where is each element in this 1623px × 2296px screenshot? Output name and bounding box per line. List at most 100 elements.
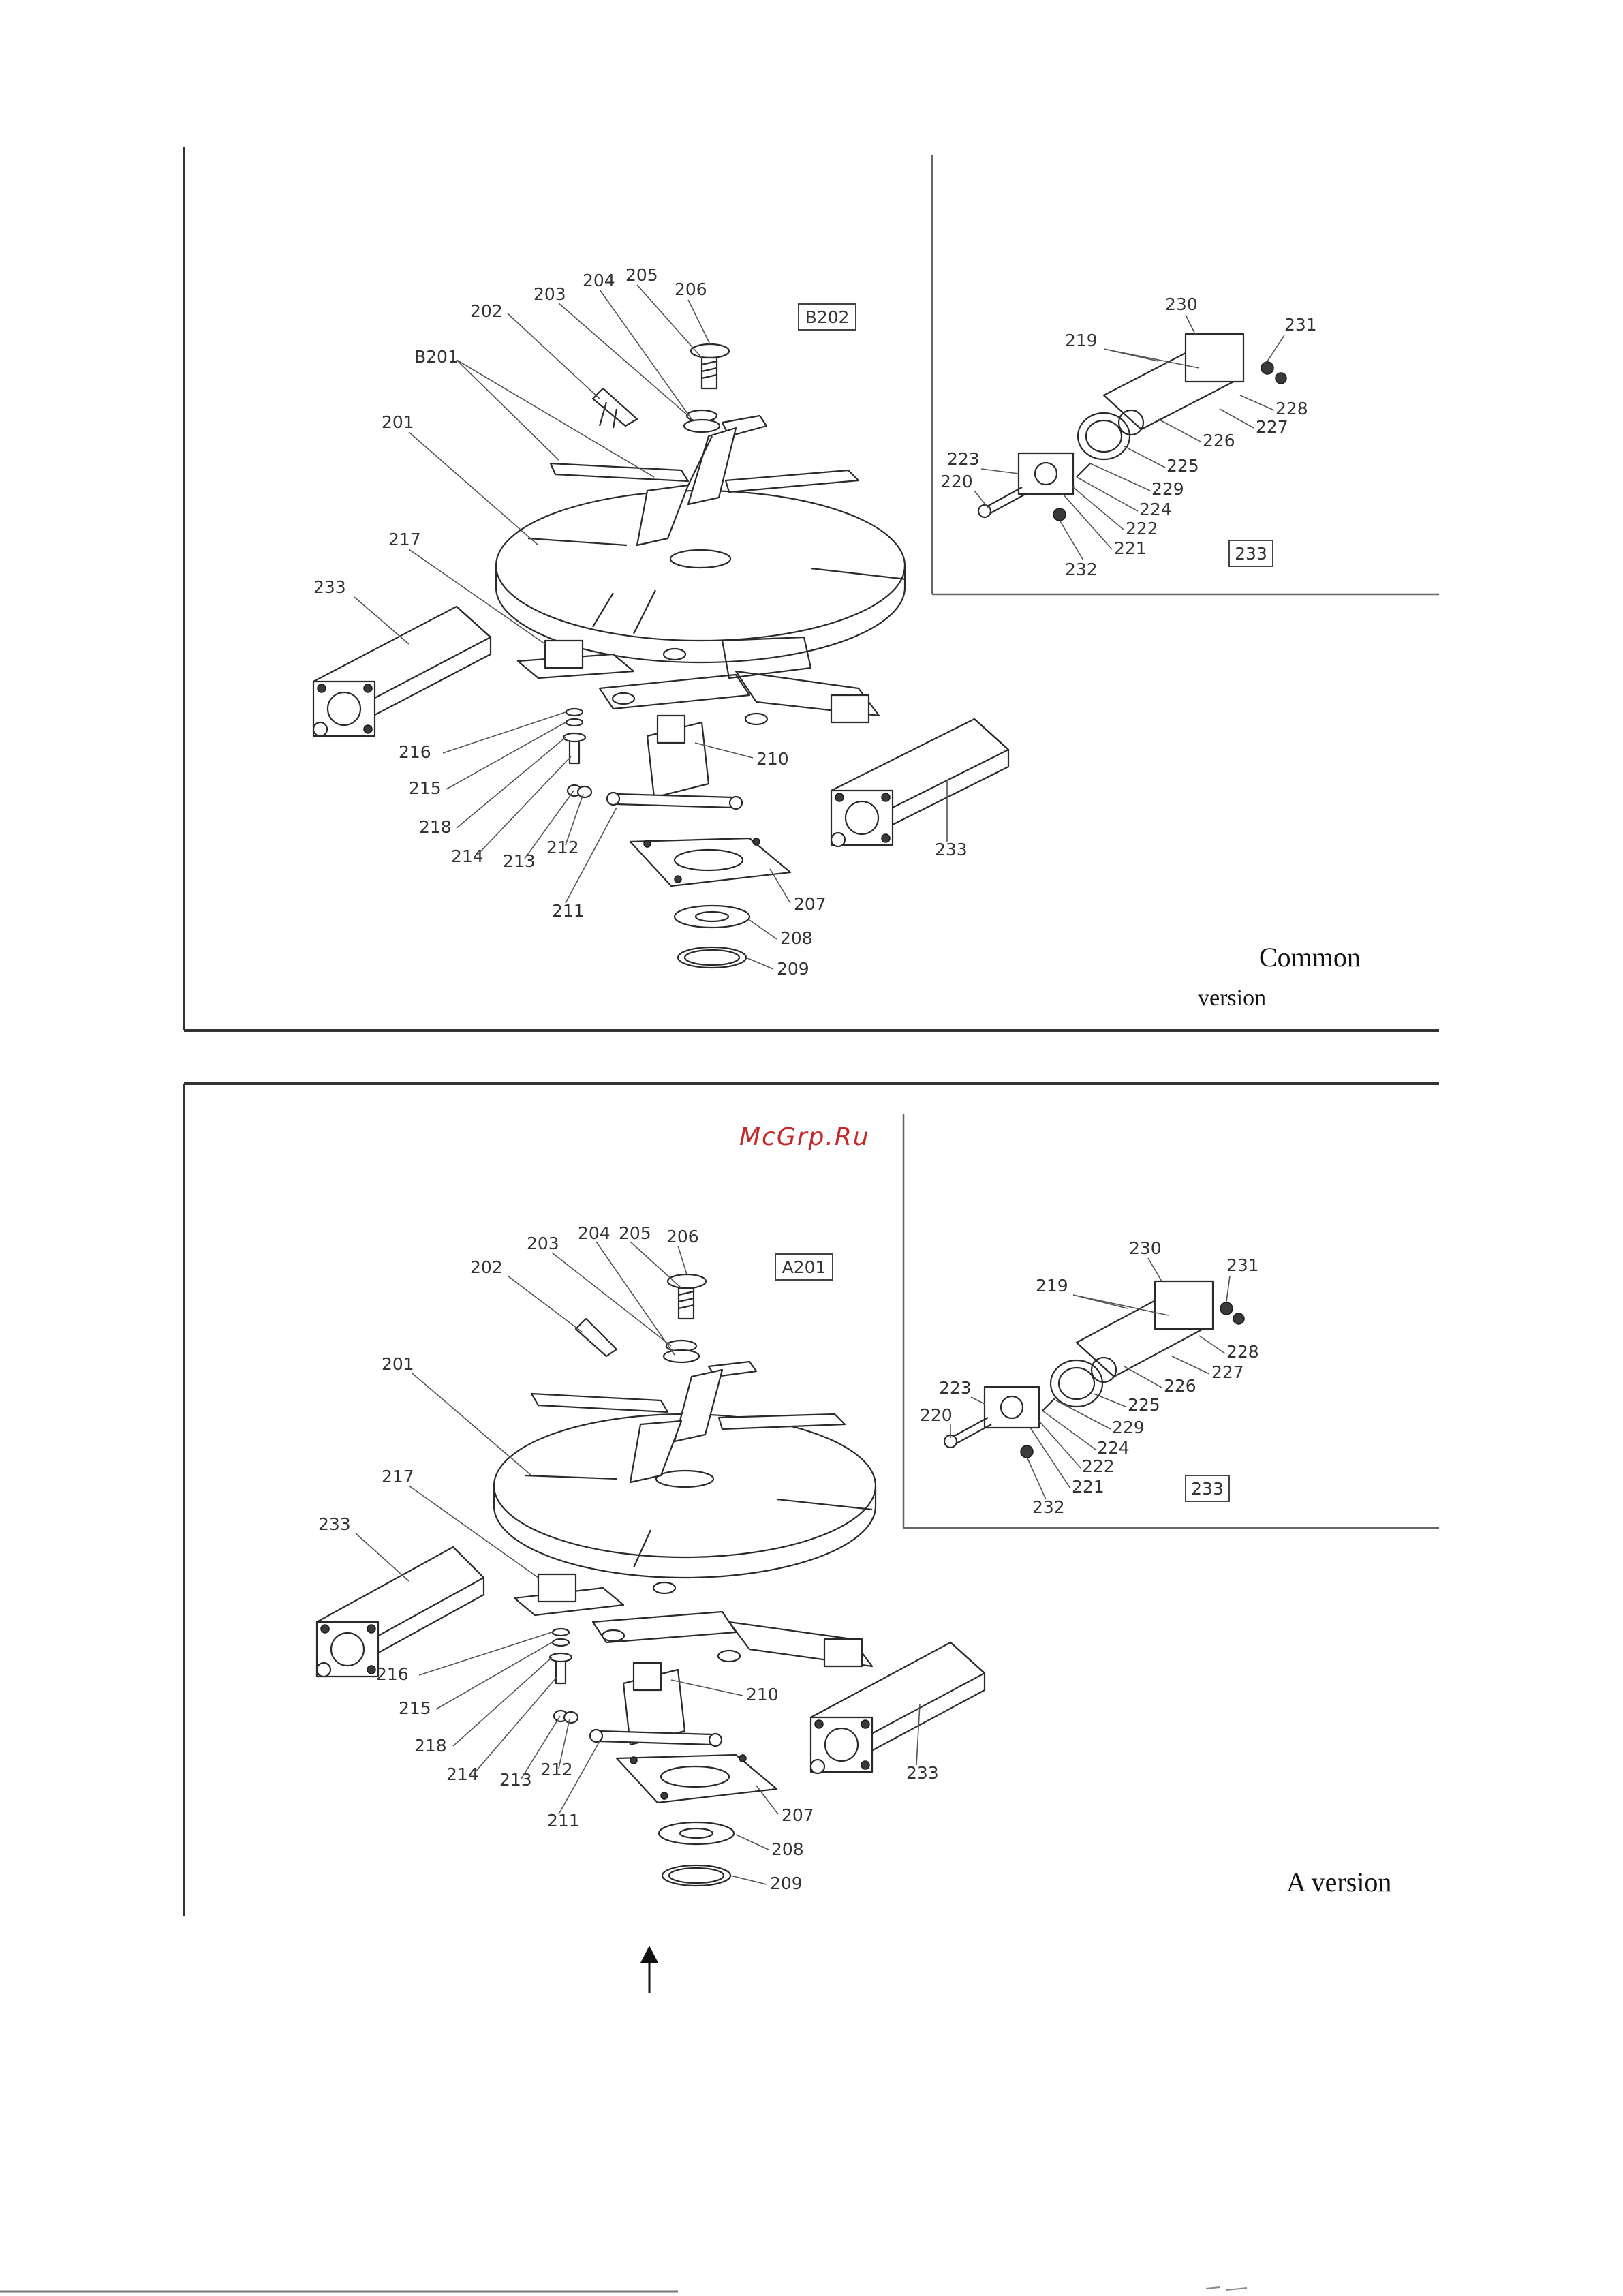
callout: 208	[780, 928, 813, 948]
main-callouts: B201 202 203 204 205 206 201 217 233 216…	[313, 265, 968, 979]
callout: 225	[1166, 456, 1199, 476]
page-footer-rule	[0, 2286, 1248, 2293]
callout: 222	[1126, 519, 1158, 538]
arrow-up-icon	[640, 1946, 658, 1993]
callout: 233	[318, 1514, 351, 1534]
callout: 215	[399, 1698, 431, 1718]
callout: 216	[399, 742, 431, 762]
callout: 229	[1151, 479, 1184, 499]
callout: 222	[1082, 1456, 1115, 1476]
callout: 218	[414, 1736, 447, 1756]
callout: 230	[1129, 1238, 1162, 1258]
main-callouts: 202 203 204 205 206 201 217 233 216 215 …	[318, 1223, 939, 1893]
callout: 223	[947, 449, 980, 469]
callout: 228	[1276, 399, 1308, 418]
callout: 203	[527, 1234, 559, 1253]
inset-callouts: 230 231 219 228 227 226 225 223 220 229 …	[940, 294, 1317, 579]
inset-label-box	[1228, 540, 1273, 567]
callout: 205	[619, 1223, 651, 1243]
main-leader-lines	[355, 1241, 921, 1885]
callout: 211	[552, 901, 585, 921]
callout: 227	[1256, 417, 1288, 437]
callout: 212	[546, 838, 579, 857]
callout: 218	[419, 817, 452, 837]
callout: 209	[777, 959, 809, 979]
callout: 209	[770, 1873, 803, 1893]
group-label-box	[798, 303, 856, 331]
callout: 213	[499, 1770, 532, 1790]
callout: 226	[1164, 1376, 1196, 1396]
watermark: McGrp.Ru	[739, 1123, 870, 1151]
turntable-assembly	[495, 343, 907, 969]
callout: 206	[666, 1227, 699, 1246]
inset-leader-lines	[974, 314, 1285, 561]
callout: 207	[782, 1805, 814, 1825]
callout: 223	[939, 1378, 972, 1398]
turntable-assembly	[493, 1273, 877, 1887]
callout: 233	[935, 840, 968, 859]
inset-label: 233	[1191, 1479, 1224, 1499]
inset-label-box	[1185, 1475, 1230, 1502]
group-label: B202	[805, 307, 850, 327]
callout: 215	[409, 778, 442, 798]
inset-callouts: 230 231 219 228 227 226 225 223 220 229 …	[920, 1238, 1259, 1517]
panel-caption: A version	[1286, 1867, 1391, 1897]
cylinder-exploded-inset	[977, 333, 1287, 521]
callout: 203	[534, 284, 566, 304]
callout: 224	[1139, 500, 1172, 519]
callout: 226	[1203, 431, 1235, 450]
callout: 214	[446, 1764, 479, 1784]
callout: 219	[1065, 331, 1098, 350]
callout: 221	[1072, 1477, 1104, 1497]
inset-leader-lines	[950, 1257, 1231, 1500]
cylinder-233-right	[809, 1641, 986, 1775]
panel-a-version: McGrp.Ru	[183, 1082, 1439, 1916]
callout: 204	[583, 271, 615, 290]
callout: 217	[388, 530, 421, 549]
group-label-box	[775, 1253, 833, 1281]
callout: 233	[906, 1763, 939, 1783]
panel-caption: Common	[1259, 942, 1361, 973]
callout: 206	[675, 279, 707, 299]
callout: B201	[414, 347, 459, 367]
callout: 205	[625, 265, 658, 285]
callout: 214	[451, 846, 484, 866]
callout: 232	[1032, 1497, 1065, 1517]
cylinder-233-left	[312, 605, 492, 737]
callout: 216	[376, 1664, 409, 1684]
callout: 228	[1226, 1342, 1259, 1362]
callout: 221	[1114, 538, 1147, 558]
callout: 204	[578, 1223, 610, 1243]
callout: 220	[920, 1405, 953, 1425]
callout: 217	[382, 1467, 414, 1486]
panel-caption-cut: version	[1198, 985, 1266, 1011]
callout: 229	[1112, 1418, 1145, 1437]
callout: 202	[470, 301, 503, 321]
callout: 233	[313, 577, 346, 597]
main-leader-lines	[354, 284, 948, 970]
callout: 208	[771, 1839, 804, 1859]
callout: 210	[746, 1685, 779, 1704]
group-label: A201	[782, 1257, 826, 1277]
callout: 231	[1284, 315, 1317, 335]
inset-label: 233	[1235, 544, 1267, 564]
callout: 219	[1036, 1276, 1068, 1296]
callout: 224	[1097, 1438, 1130, 1458]
callout: 207	[794, 894, 826, 914]
cylinder-233-right	[830, 718, 1010, 848]
callout: 230	[1165, 294, 1198, 314]
cylinder-exploded-inset	[943, 1280, 1245, 1458]
callout: 202	[470, 1257, 503, 1277]
callout: 212	[540, 1760, 573, 1779]
callout: 227	[1211, 1362, 1244, 1382]
callout: 210	[756, 749, 789, 769]
callout: 220	[940, 472, 973, 491]
callout: 232	[1065, 560, 1098, 579]
callout: 213	[503, 851, 536, 871]
callout: 225	[1128, 1395, 1160, 1415]
callout: 211	[547, 1811, 580, 1831]
callout: 201	[382, 1354, 414, 1374]
cylinder-233-left	[315, 1546, 485, 1678]
callout: 231	[1226, 1255, 1259, 1275]
